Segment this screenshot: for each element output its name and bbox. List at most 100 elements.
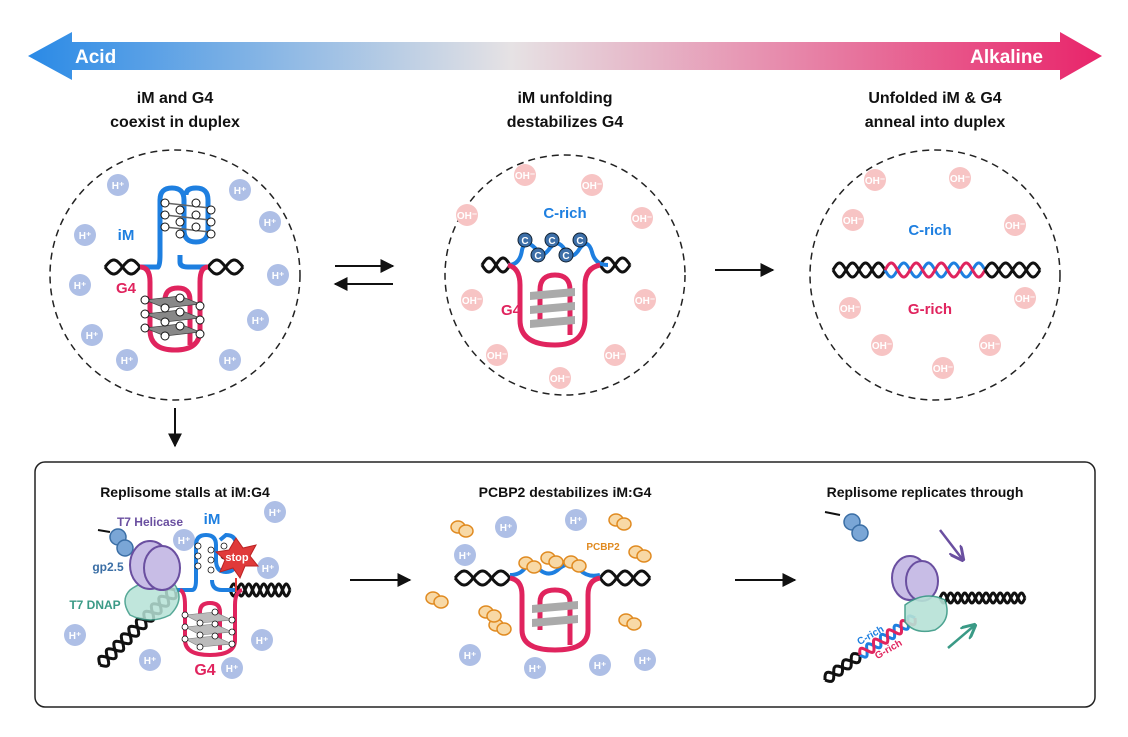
ion-label: OH⁻ [632,214,652,225]
ion-label: OH⁻ [980,341,1000,352]
ion-label: H⁺ [594,661,607,672]
dna-strand [883,261,987,279]
state2-unfolded-im-structure [507,241,609,348]
ion-circle [871,334,893,356]
ion-label: H⁺ [269,508,282,519]
ion-label: OH⁻ [635,296,655,307]
ion: H⁺ [251,629,273,651]
ion: H⁺ [247,309,269,331]
pcbp2-protein [450,520,474,538]
state2-circle [444,154,686,396]
ion-label: OH⁻ [1005,221,1025,232]
ion-circle [229,179,251,201]
im-label: iM [118,227,135,244]
ion-label: OH⁻ [950,174,970,185]
ion-label: H⁺ [121,356,134,367]
ion-circle [979,334,1001,356]
cytosine-bead: C [544,232,560,248]
panel3-title: Replisome replicates through [827,484,1024,500]
ion-label: H⁺ [639,656,652,667]
ion-circle [1004,214,1026,236]
ion-circle [1014,287,1036,309]
g4-label: G4 [116,280,137,297]
ion-circle [634,289,656,311]
ion-label: H⁺ [459,551,472,562]
ion-circle [839,297,861,319]
ion: OH⁻ [456,204,478,226]
ion: H⁺ [459,644,481,666]
ion: OH⁻ [631,207,653,229]
ion-label: H⁺ [256,636,269,647]
ion-circle [524,657,546,679]
ion-label: H⁺ [112,181,125,192]
ion: OH⁻ [1014,287,1036,309]
ion-circle [74,224,96,246]
ion: H⁺ [589,654,611,676]
ion-circle [932,357,954,379]
stop-label: stop [225,552,249,564]
replication-panel [34,461,1096,708]
ion: H⁺ [219,349,241,371]
alkaline-label: Alkaline [970,47,1043,68]
ion: H⁺ [69,274,91,296]
ion-circle [842,209,864,231]
helicase-through [824,511,948,633]
ion-label: H⁺ [529,664,542,675]
t7-helicase-shape [129,540,181,591]
state1-circle [49,149,301,401]
dna-strand [228,582,292,598]
c-rich-label-state3: C-rich [908,222,951,239]
ion-circle [459,644,481,666]
state2-title: iM unfolding [517,90,612,107]
pcbp2-protein [540,551,564,569]
ion-label: H⁺ [86,331,99,342]
ion-circle [461,289,483,311]
ion-label: OH⁻ [550,374,570,385]
ion: H⁺ [264,501,286,523]
panel1-title: Replisome stalls at iM:G4 [100,484,270,500]
ion: H⁺ [229,179,251,201]
ion: OH⁻ [514,164,536,186]
ion: H⁺ [173,529,195,551]
ion: H⁺ [259,211,281,233]
ion-circle [264,501,286,523]
ion: OH⁻ [871,334,893,356]
t7-helicase-label: T7 Helicase [117,515,183,529]
im-label-panel: iM [204,511,221,528]
pcbp2-protein [518,556,542,574]
ion: H⁺ [64,624,86,646]
ion-circle [81,324,103,346]
ion-circle [257,557,279,579]
state3-subtitle: anneal into duplex [865,114,1006,131]
ion-label: OH⁻ [457,211,477,222]
ion-circle [456,204,478,226]
ion: OH⁻ [979,334,1001,356]
ion-label: H⁺ [226,664,239,675]
ion-label: OH⁻ [872,341,892,352]
ion: H⁺ [81,324,103,346]
pcbp2-protein [628,545,652,563]
ion-label: H⁺ [252,316,265,327]
ion-label: OH⁻ [843,216,863,227]
ion-circle [267,264,289,286]
ion: H⁺ [107,174,129,196]
ion-circle [251,629,273,651]
cytosine-label: C [521,236,528,247]
ion-circle [495,516,517,538]
stalled-im-g4 [175,532,243,658]
ion-label: H⁺ [262,564,275,575]
panel2-title: PCBP2 destabilizes iM:G4 [479,484,652,500]
dna-strand [598,569,652,587]
ion: H⁺ [565,509,587,531]
dna-strand [983,261,1042,279]
ion-circle [219,349,241,371]
ion: OH⁻ [461,289,483,311]
ion-label: H⁺ [264,218,277,229]
ion-label: H⁺ [178,536,191,547]
ion-circle [69,274,91,296]
g4-label-panel: G4 [194,662,215,679]
state3-circle [809,149,1061,401]
ion-circle [589,654,611,676]
ion-label: OH⁻ [865,176,885,187]
ion-circle [514,164,536,186]
